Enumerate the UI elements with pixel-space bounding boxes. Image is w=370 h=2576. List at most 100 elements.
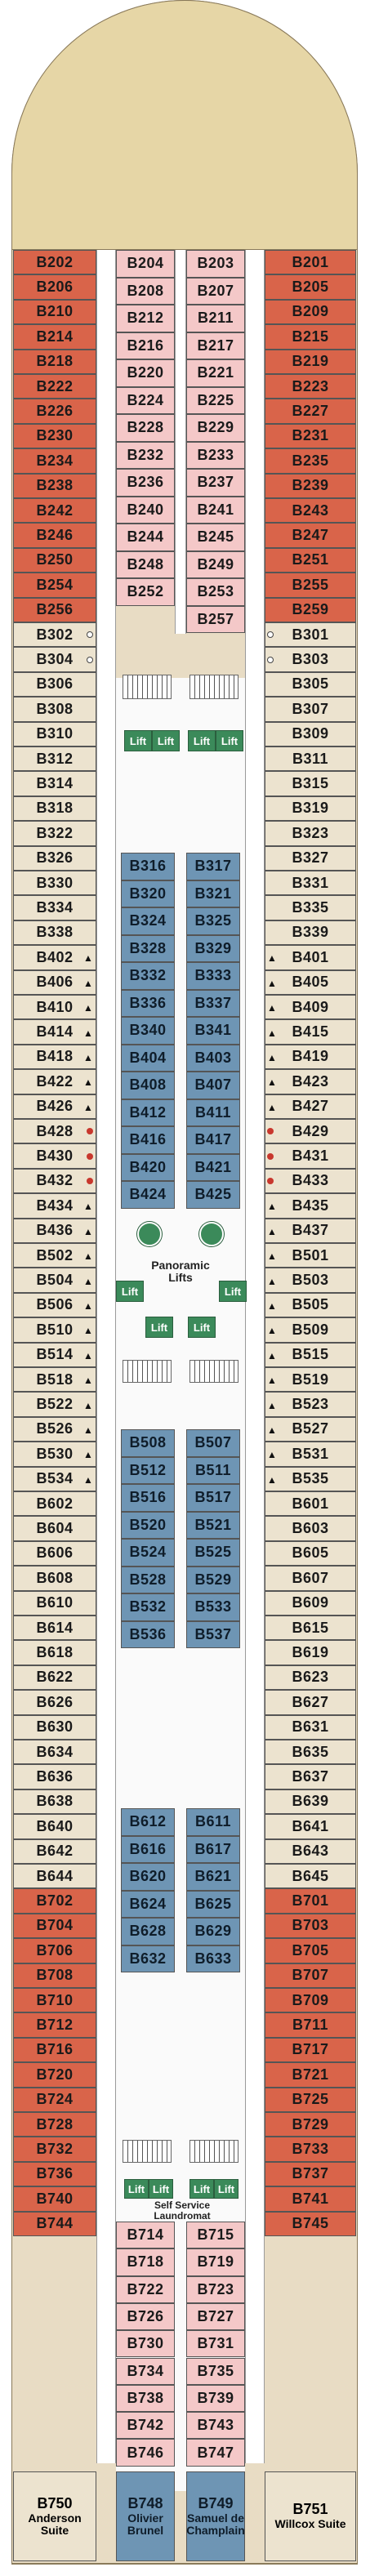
cabin-b428[interactable]: B428 — [13, 1119, 96, 1144]
cabin-b249[interactable]: B249 — [186, 550, 245, 578]
cabin-b725[interactable]: B725 — [265, 2087, 356, 2112]
cabin-b535[interactable]: B535 — [265, 1466, 356, 1491]
cabin-b712[interactable]: B712 — [13, 2012, 96, 2038]
cabin-b326[interactable]: B326 — [13, 845, 96, 871]
cabin-b510[interactable]: B510 — [13, 1317, 96, 1343]
cabin-b632[interactable]: B632 — [121, 1945, 175, 1972]
cabin-b641[interactable]: B641 — [265, 1814, 356, 1839]
cabin-b702[interactable]: B702 — [13, 1888, 96, 1914]
cabin-b628[interactable]: B628 — [121, 1918, 175, 1945]
cabin-b531[interactable]: B531 — [265, 1442, 356, 1467]
cabin-b730[interactable]: B730 — [116, 2330, 175, 2358]
cabin-b517[interactable]: B517 — [186, 1484, 240, 1512]
cabin-b509[interactable]: B509 — [265, 1317, 356, 1343]
cabin-b721[interactable]: B721 — [265, 2062, 356, 2088]
cabin-b240[interactable]: B240 — [116, 496, 175, 524]
cabin-b436[interactable]: B436 — [13, 1218, 96, 1243]
cabin-b525[interactable]: B525 — [186, 1539, 240, 1567]
cabin-b242[interactable]: B242 — [13, 498, 96, 524]
cabin-b327[interactable]: B327 — [265, 845, 356, 871]
cabin-b239[interactable]: B239 — [265, 473, 356, 498]
cabin-b618[interactable]: B618 — [13, 1640, 96, 1665]
cabin-b432[interactable]: B432 — [13, 1168, 96, 1194]
cabin-b212[interactable]: B212 — [116, 305, 175, 332]
cabin-b638[interactable]: B638 — [13, 1789, 96, 1815]
cabin-b217[interactable]: B217 — [186, 332, 245, 359]
cabin-b203[interactable]: B203 — [186, 250, 245, 278]
cabin-b523[interactable]: B523 — [265, 1392, 356, 1417]
cabin-b614[interactable]: B614 — [13, 1616, 96, 1641]
cabin-b645[interactable]: B645 — [265, 1864, 356, 1889]
cabin-b640[interactable]: B640 — [13, 1814, 96, 1839]
cabin-b329[interactable]: B329 — [186, 934, 240, 962]
cabin-b222[interactable]: B222 — [13, 374, 96, 399]
cabin-b336[interactable]: B336 — [121, 989, 175, 1017]
cabin-b409[interactable]: B409 — [265, 995, 356, 1020]
cabin-b731[interactable]: B731 — [186, 2330, 245, 2358]
cabin-b612[interactable]: B612 — [121, 1808, 175, 1836]
cabin-b429[interactable]: B429 — [265, 1119, 356, 1144]
cabin-b419[interactable]: B419 — [265, 1044, 356, 1070]
cabin-b209[interactable]: B209 — [265, 299, 356, 325]
cabin-b321[interactable]: B321 — [186, 880, 240, 907]
cabin-b314[interactable]: B314 — [13, 771, 96, 796]
cabin-b420[interactable]: B420 — [121, 1153, 175, 1181]
cabin-b720[interactable]: B720 — [13, 2062, 96, 2088]
cabin-b537[interactable]: B537 — [186, 1620, 240, 1648]
cabin-b741[interactable]: B741 — [265, 2186, 356, 2212]
cabin-b227[interactable]: B227 — [265, 399, 356, 424]
cabin-b742[interactable]: B742 — [116, 2412, 175, 2440]
cabin-b624[interactable]: B624 — [121, 1890, 175, 1918]
cabin-b332[interactable]: B332 — [121, 962, 175, 990]
cabin-b715[interactable]: B715 — [186, 2222, 245, 2249]
cabin-b729[interactable]: B729 — [265, 2112, 356, 2137]
cabin-b250[interactable]: B250 — [13, 547, 96, 573]
cabin-b643[interactable]: B643 — [265, 1838, 356, 1864]
cabin-b235[interactable]: B235 — [265, 448, 356, 474]
cabin-b234[interactable]: B234 — [13, 448, 96, 474]
cabin-b318[interactable]: B318 — [13, 796, 96, 822]
cabin-b244[interactable]: B244 — [116, 524, 175, 551]
cabin-b506[interactable]: B506 — [13, 1292, 96, 1318]
cabin-b634[interactable]: B634 — [13, 1740, 96, 1765]
cabin-b625[interactable]: B625 — [186, 1890, 240, 1918]
cabin-b528[interactable]: B528 — [121, 1566, 175, 1593]
cabin-b711[interactable]: B711 — [265, 2012, 356, 2038]
cabin-b214[interactable]: B214 — [13, 324, 96, 350]
cabin-b740[interactable]: B740 — [13, 2186, 96, 2212]
cabin-b404[interactable]: B404 — [121, 1044, 175, 1072]
cabin-b417[interactable]: B417 — [186, 1126, 240, 1154]
cabin-b636[interactable]: B636 — [13, 1764, 96, 1789]
cabin-b216[interactable]: B216 — [116, 332, 175, 359]
cabin-b215[interactable]: B215 — [265, 324, 356, 350]
cabin-b319[interactable]: B319 — [265, 796, 356, 822]
cabin-b330[interactable]: B330 — [13, 871, 96, 896]
cabin-b617[interactable]: B617 — [186, 1835, 240, 1863]
cabin-b435[interactable]: B435 — [265, 1193, 356, 1219]
cabin-b340[interactable]: B340 — [121, 1017, 175, 1045]
cabin-b627[interactable]: B627 — [265, 1690, 356, 1715]
cabin-b521[interactable]: B521 — [186, 1511, 240, 1539]
cabin-b315[interactable]: B315 — [265, 771, 356, 796]
cabin-b335[interactable]: B335 — [265, 895, 356, 920]
cabin-b710[interactable]: B710 — [13, 1988, 96, 2013]
cabin-b533[interactable]: B533 — [186, 1593, 240, 1621]
cabin-b246[interactable]: B246 — [13, 523, 96, 548]
cabin-b719[interactable]: B719 — [186, 2248, 245, 2276]
cabin-b256[interactable]: B256 — [13, 597, 96, 622]
cabin-b727[interactable]: B727 — [186, 2302, 245, 2331]
cabin-b739[interactable]: B739 — [186, 2384, 245, 2413]
cabin-b310[interactable]: B310 — [13, 721, 96, 747]
cabin-b503[interactable]: B503 — [265, 1268, 356, 1293]
cabin-b623[interactable]: B623 — [265, 1665, 356, 1691]
cabin-b211[interactable]: B211 — [186, 305, 245, 332]
cabin-b220[interactable]: B220 — [116, 359, 175, 387]
cabin-b421[interactable]: B421 — [186, 1153, 240, 1181]
cabin-b620[interactable]: B620 — [121, 1863, 175, 1891]
cabin-b738[interactable]: B738 — [116, 2384, 175, 2413]
cabin-b505[interactable]: B505 — [265, 1292, 356, 1318]
cabin-b257[interactable]: B257 — [186, 605, 245, 633]
cabin-b507[interactable]: B507 — [186, 1429, 240, 1457]
